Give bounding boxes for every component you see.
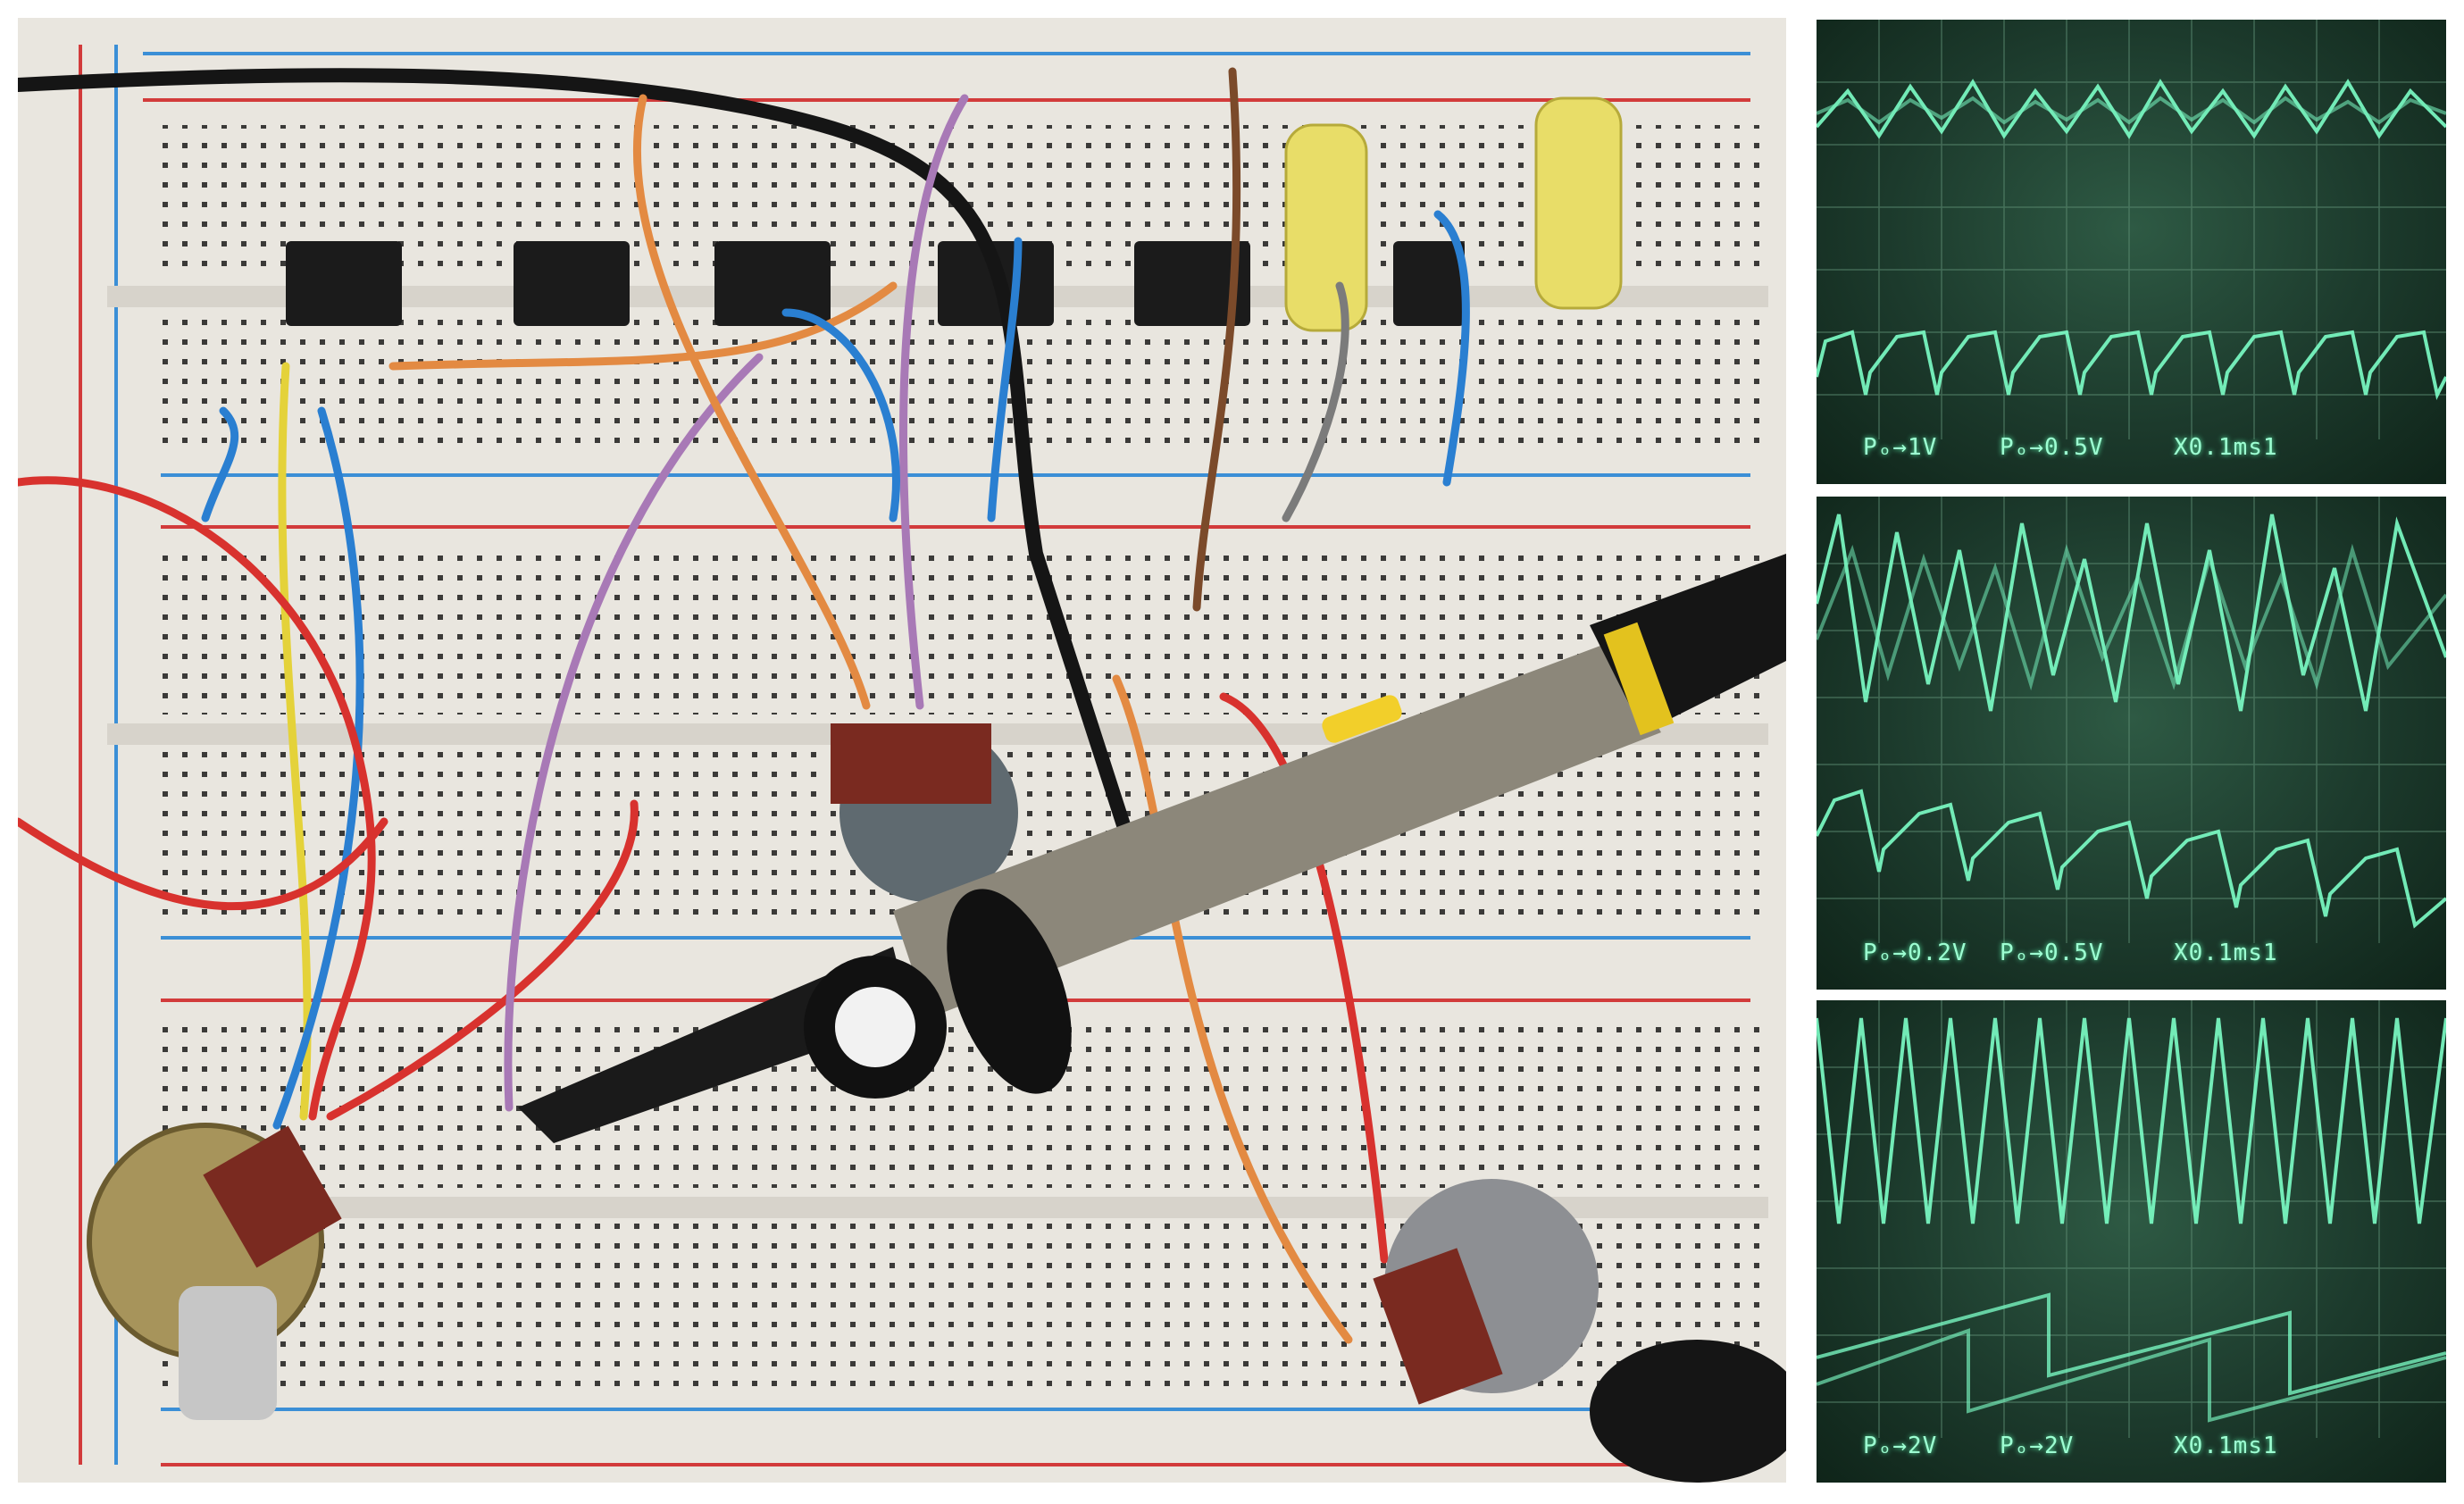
oscilloscope-screen-3: Pₒ→2V Pₒ→2V X0.1ms1 [1817,1000,2446,1483]
oscilloscope-screen-1: Pₒ→1V Pₒ→0.5V X0.1ms1 [1817,20,2446,484]
ch1-scale: Pₒ→1V [1863,434,1938,461]
ch1-scale: Pₒ→0.2V [1863,940,1967,966]
timebase: X0.1ms1 [2174,940,2278,966]
scope-traces-1 [1817,20,2446,439]
oscilloscope-screen-2: Pₒ→0.2V Pₒ→0.5V X0.1ms1 [1817,497,2446,990]
scope-traces-3 [1817,1000,2446,1438]
ch2-scale: Pₒ→0.5V [2000,940,2104,966]
scope-traces-2 [1817,497,2446,943]
breadboard-photo [18,18,1786,1483]
timebase: X0.1ms1 [2174,434,2278,461]
ch1-scale: Pₒ→2V [1863,1433,1938,1459]
scope-readout-3: Pₒ→2V Pₒ→2V X0.1ms1 [1817,1433,2446,1468]
ch2-scale: Pₒ→0.5V [2000,434,2104,461]
breadboard-illustration [18,18,1786,1483]
scope-readout-2: Pₒ→0.2V Pₒ→0.5V X0.1ms1 [1817,940,2446,975]
scope-readout-1: Pₒ→1V Pₒ→0.5V X0.1ms1 [1817,434,2446,470]
ch2-scale: Pₒ→2V [2000,1433,2075,1459]
timebase: X0.1ms1 [2174,1433,2278,1459]
